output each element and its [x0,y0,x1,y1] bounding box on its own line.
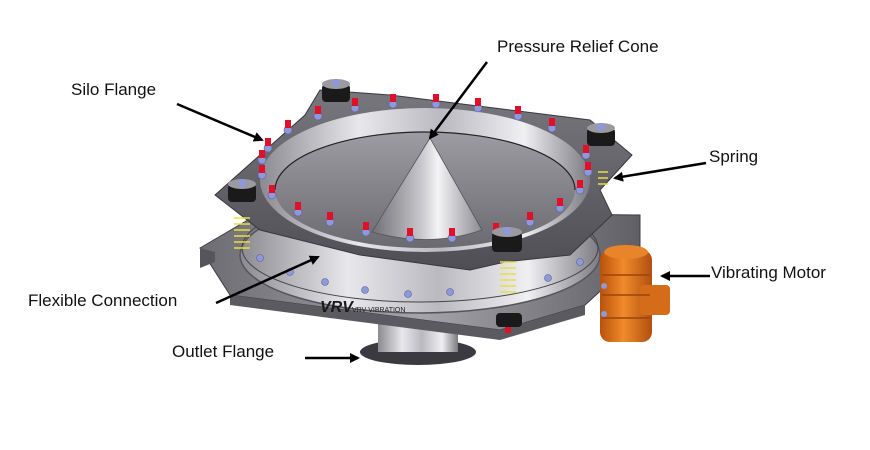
arrow-silo-flange [176,102,264,142]
label-outlet-flange: Outlet Flange [172,342,275,361]
arrow-spring [613,161,707,182]
pressure-relief-cone-part [371,137,483,240]
arrow-pressure-relief-cone [428,61,488,140]
flange-bolts [256,94,593,298]
callout-arrows [176,61,710,363]
label-spring: Spring [709,147,759,166]
label-vibrating-motor: Vibrating Motor [711,263,826,282]
label-pressure-relief-cone: Pressure Relief Cone [497,37,659,56]
label-flexible-connection: Flexible Connection [28,291,178,310]
svg-text:VRV: VRV [320,299,354,316]
springs [234,171,608,293]
label-silo-flange: Silo Flange [71,80,157,99]
arrow-flexible-connection [215,255,320,305]
vibrating-motor-part [600,245,670,342]
svg-text:VRV VIBRATION: VRV VIBRATION [352,307,405,314]
brand-logo: VRV VRV VIBRATION [320,299,405,316]
rubber-mounts [228,79,615,333]
